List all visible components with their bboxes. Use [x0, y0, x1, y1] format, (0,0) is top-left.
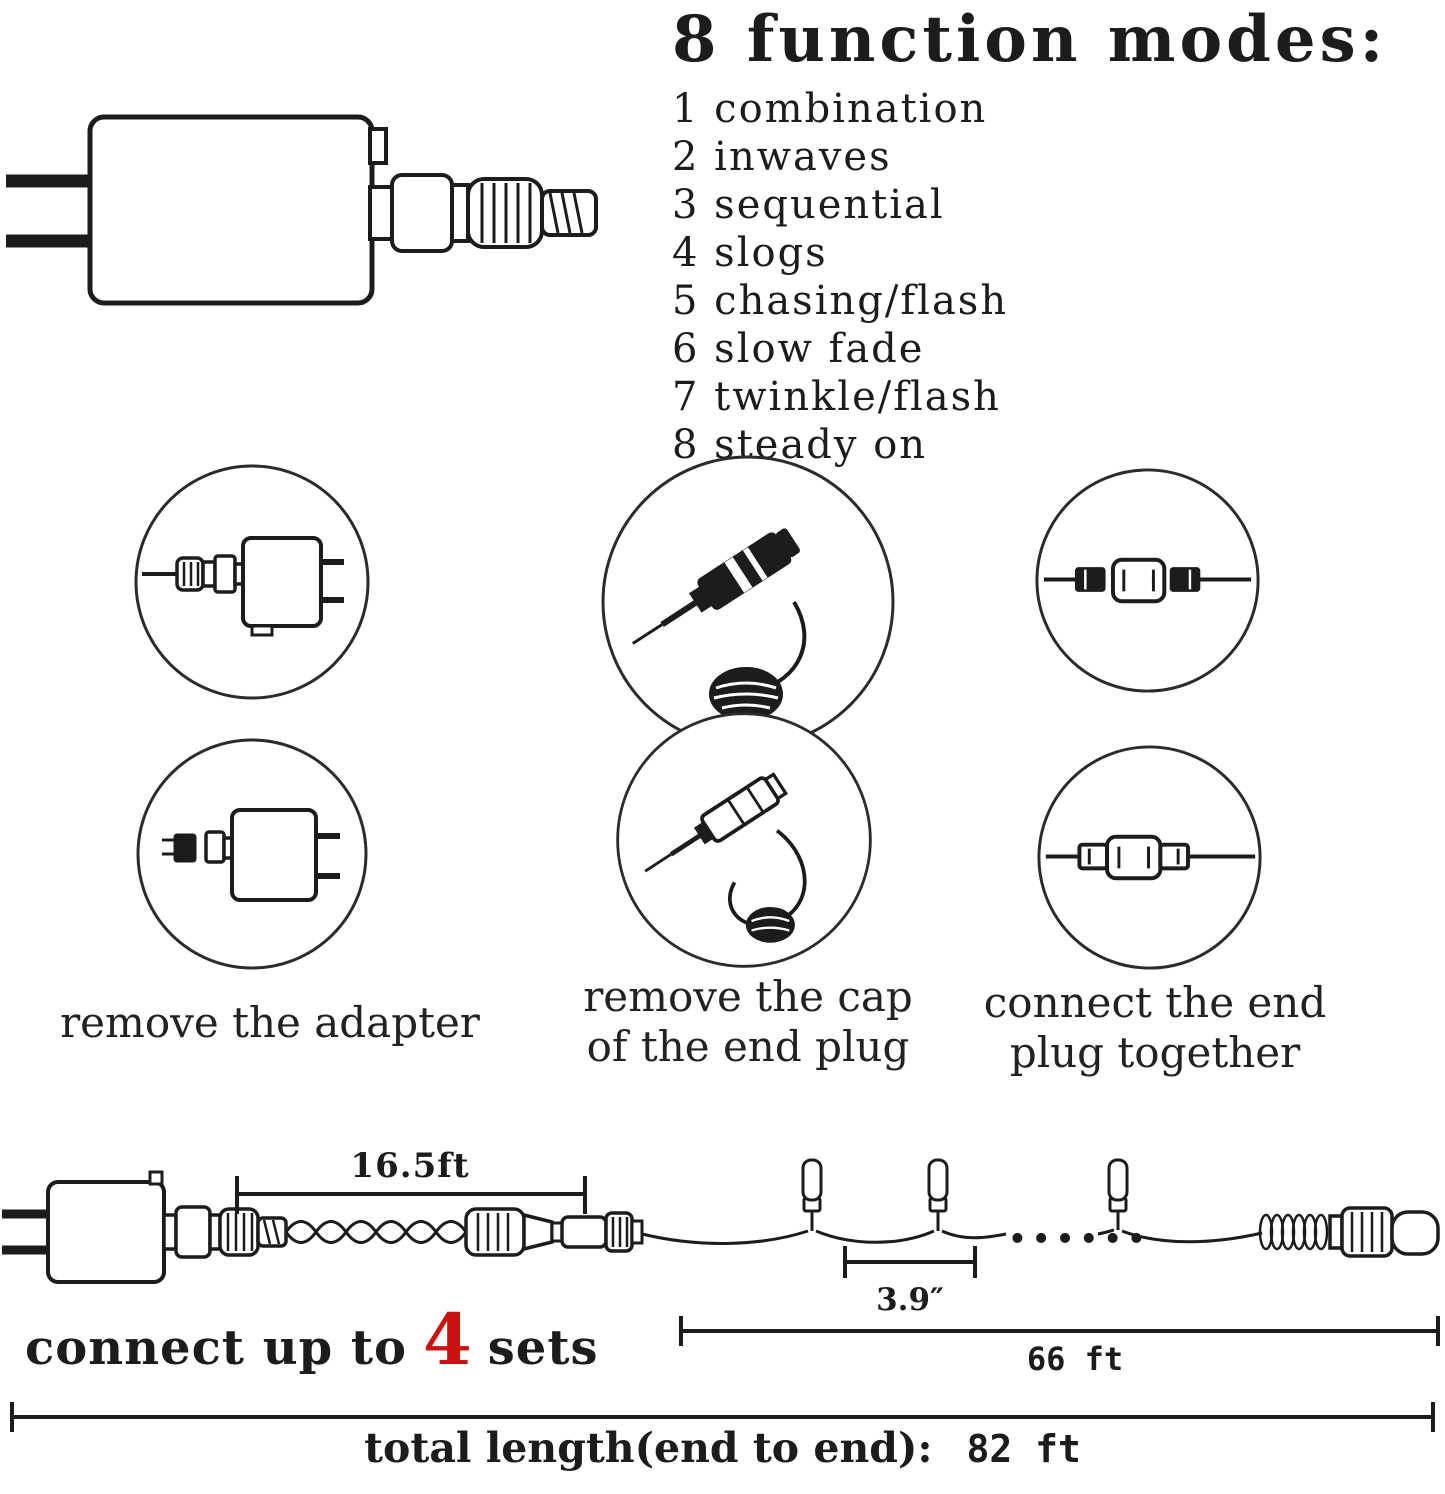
step-circle-end-plugs-apart	[1035, 468, 1260, 693]
end-plug-cap-removed-icon	[644, 772, 807, 943]
bracket-total-length	[10, 1402, 1435, 1432]
total-length-value: 82 ft	[966, 1427, 1081, 1471]
step-circle-cap-removed	[616, 712, 872, 968]
bulb-spacing-label: 3.9″	[876, 1282, 944, 1318]
end-plugs-joined-icon	[1045, 834, 1256, 881]
step-circle-adapter-removed	[136, 738, 368, 970]
end-plug-with-cap-icon	[631, 528, 807, 721]
connect-up-to-line: connect up to 4 sets	[25, 1298, 599, 1381]
mode-item-2: 2 inwaves	[672, 134, 892, 180]
caption-connect-end: connect the end plug together	[930, 978, 1380, 1078]
connect-prefix: connect up to	[25, 1320, 408, 1376]
end-plug-icon	[1328, 1206, 1440, 1258]
dimension-brackets	[10, 1176, 1440, 1432]
wire-coil-icon	[1258, 1213, 1329, 1251]
power-adapter-illustration	[6, 114, 598, 306]
light-bulbs-icon	[801, 1158, 1129, 1231]
function-modes-panel: 8 function modes: 1 combination 2 inwave…	[672, 2, 1387, 469]
bracket-3-9in	[843, 1246, 977, 1278]
mode-item-6: 6 slow fade	[672, 326, 925, 372]
step-circle-end-plug-capped	[601, 455, 895, 749]
caption-line: of the end plug	[586, 1022, 910, 1071]
run-length-label: 66 ft	[1026, 1340, 1124, 1378]
adapter-output-connector	[368, 173, 598, 253]
twisted-wire-icon	[284, 1220, 468, 1244]
adapter-with-plug-icon	[142, 536, 344, 637]
segment-length-label: 16.5ft	[350, 1146, 470, 1186]
mode-item-4: 4 slogs	[672, 230, 828, 276]
adapter-removed-icon	[162, 808, 340, 902]
wall-plug-prongs-icon	[6, 174, 92, 248]
inline-connector-pair-icon	[464, 1207, 644, 1257]
mode-item-3: 3 sequential	[672, 182, 945, 228]
caption-remove-adapter: remove the adapter	[40, 998, 500, 1048]
connect-count: 4	[423, 1298, 472, 1381]
adapter-clip	[368, 127, 388, 165]
step-circle-adapter-attached	[134, 464, 370, 700]
mode-item-5: 5 chasing/flash	[672, 278, 1009, 324]
string-adapter-icon	[2, 1170, 288, 1284]
mode-item-7: 7 twinkle/flash	[672, 374, 1001, 420]
step-circle-end-plugs-joined	[1037, 745, 1262, 970]
connect-suffix: sets	[487, 1320, 599, 1376]
string-light-diagram	[2, 1158, 1440, 1432]
mode-item-1: 1 combination	[672, 86, 988, 132]
caption-remove-cap: remove the cap of the end plug	[530, 972, 966, 1072]
light-string-wire-icon	[641, 1228, 1263, 1245]
modes-title: 8 function modes:	[672, 2, 1388, 77]
caption-line: remove the adapter	[60, 998, 480, 1047]
total-length-label: total length(end to end):	[364, 1424, 933, 1472]
caption-line: connect the end	[983, 978, 1327, 1027]
continuation-dots: ......	[1008, 1191, 1151, 1255]
caption-line: remove the cap	[583, 972, 913, 1021]
bracket-16-5ft	[235, 1176, 587, 1214]
end-plugs-apart-icon	[1043, 557, 1252, 604]
total-length-line: total length(end to end): 82 ft	[0, 1424, 1445, 1472]
adapter-body	[87, 114, 375, 306]
caption-line: plug together	[1009, 1028, 1301, 1077]
bracket-66ft	[679, 1316, 1440, 1346]
